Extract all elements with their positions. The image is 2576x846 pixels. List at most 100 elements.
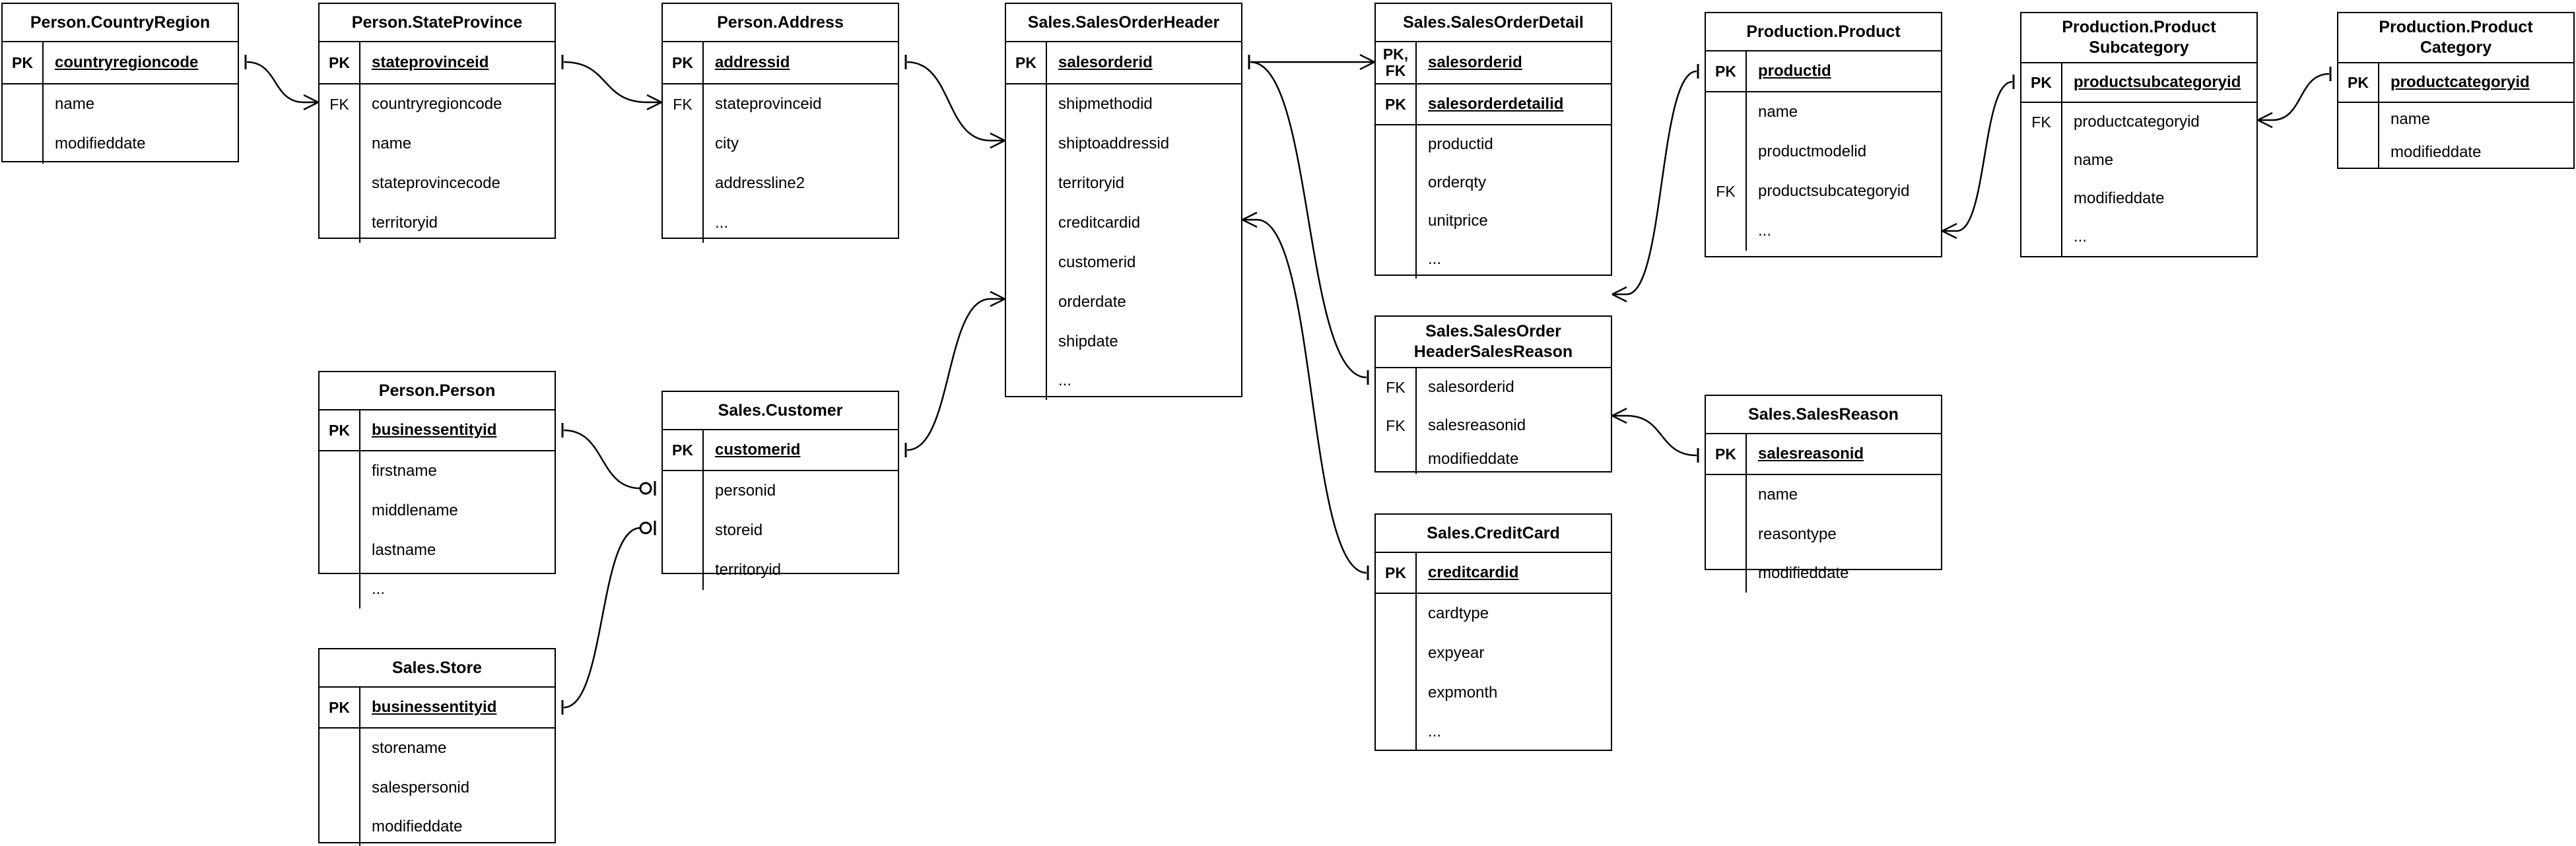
- attribute-row[interactable]: name: [2021, 141, 2256, 179]
- attribute-row[interactable]: modifieddate: [1376, 445, 1611, 474]
- attribute-row[interactable]: lastname: [320, 531, 555, 570]
- attribute-row[interactable]: shipdate: [1006, 322, 1241, 362]
- attribute-name: productsubcategoryid: [2074, 73, 2241, 91]
- attribute-row[interactable]: ...: [1006, 362, 1241, 400]
- attribute-row[interactable]: ...: [1376, 713, 1611, 751]
- attribute-row[interactable]: PK productsubcategoryid: [2021, 63, 2256, 102]
- attribute-row[interactable]: shipmethodid: [1006, 84, 1241, 124]
- attribute-name: expmonth: [1428, 684, 1498, 701]
- attribute-row[interactable]: name: [2338, 103, 2573, 136]
- attribute-row[interactable]: customerid: [1006, 243, 1241, 282]
- attribute-row[interactable]: stateprovincecode: [320, 164, 555, 203]
- attribute-row[interactable]: expyear: [1376, 634, 1611, 673]
- attribute-row[interactable]: shiptoaddressid: [1006, 124, 1241, 164]
- attribute-row[interactable]: ...: [663, 203, 898, 243]
- attribute-row[interactable]: storeid: [663, 511, 898, 550]
- key-badge: [320, 808, 360, 846]
- attribute-row[interactable]: cardtype: [1376, 594, 1611, 634]
- attribute-row[interactable]: ...: [1376, 240, 1611, 278]
- attribute-name: stateprovincecode: [372, 174, 500, 192]
- attribute-row[interactable]: middlename: [320, 491, 555, 531]
- key-badge: [663, 124, 704, 164]
- key-badge: [1376, 634, 1417, 673]
- attribute-row[interactable]: addressline2: [663, 164, 898, 203]
- attribute-row[interactable]: name: [320, 124, 555, 164]
- attribute-row[interactable]: reasontype: [1706, 515, 1941, 554]
- relationship-rel-salesorderheader-salesorderdetail: [1248, 53, 1375, 71]
- attribute-row[interactable]: storename: [320, 729, 555, 768]
- attribute-row[interactable]: name: [1706, 475, 1941, 515]
- attribute-row[interactable]: orderqty: [1376, 164, 1611, 202]
- attribute-row[interactable]: modifieddate: [1706, 554, 1941, 593]
- attribute-name: modifieddate: [55, 135, 146, 152]
- attribute-row[interactable]: unitprice: [1376, 202, 1611, 240]
- attribute-row[interactable]: modifieddate: [2338, 136, 2573, 169]
- attribute-row[interactable]: name: [3, 84, 238, 124]
- attribute-row[interactable]: name: [1706, 92, 1941, 132]
- attribute-row[interactable]: firstname: [320, 451, 555, 491]
- key-badge: PK: [2021, 63, 2062, 102]
- attribute-name: salesorderdetailid: [1428, 95, 1564, 113]
- attribute-row[interactable]: ...: [320, 570, 555, 608]
- attribute-row[interactable]: expmonth: [1376, 673, 1611, 713]
- attribute-name: salesorderid: [1428, 53, 1522, 71]
- attribute-row[interactable]: orderdate: [1006, 282, 1241, 322]
- attribute-row[interactable]: productmodelid: [1706, 132, 1941, 172]
- attribute-row[interactable]: modifieddate: [3, 124, 238, 164]
- attribute-row[interactable]: creditcardid: [1006, 203, 1241, 243]
- relationship-rel-address-salesorderheader: [904, 55, 1005, 149]
- attribute-row[interactable]: territoryid: [320, 203, 555, 243]
- key-badge: PK: [1006, 42, 1047, 83]
- key-badge: FK: [1376, 407, 1417, 445]
- attribute-row[interactable]: modifieddate: [320, 808, 555, 846]
- key-badge: PK: [663, 430, 704, 470]
- attribute-row[interactable]: personid: [663, 471, 898, 511]
- attribute-row[interactable]: territoryid: [1006, 164, 1241, 203]
- attribute-row[interactable]: salespersonid: [320, 768, 555, 808]
- attribute-name: stateprovinceid: [372, 53, 489, 71]
- attribute-row[interactable]: ...: [1706, 211, 1941, 251]
- attribute-row[interactable]: territoryid: [663, 550, 898, 590]
- attribute-row[interactable]: ...: [2021, 218, 2256, 256]
- attribute-row[interactable]: productid: [1376, 125, 1611, 164]
- attribute-name: unitprice: [1428, 212, 1488, 230]
- entity-title: Sales.SalesOrder HeaderSalesReason: [1376, 317, 1611, 368]
- attribute-row[interactable]: modifieddate: [2021, 179, 2256, 218]
- attribute-row[interactable]: city: [663, 124, 898, 164]
